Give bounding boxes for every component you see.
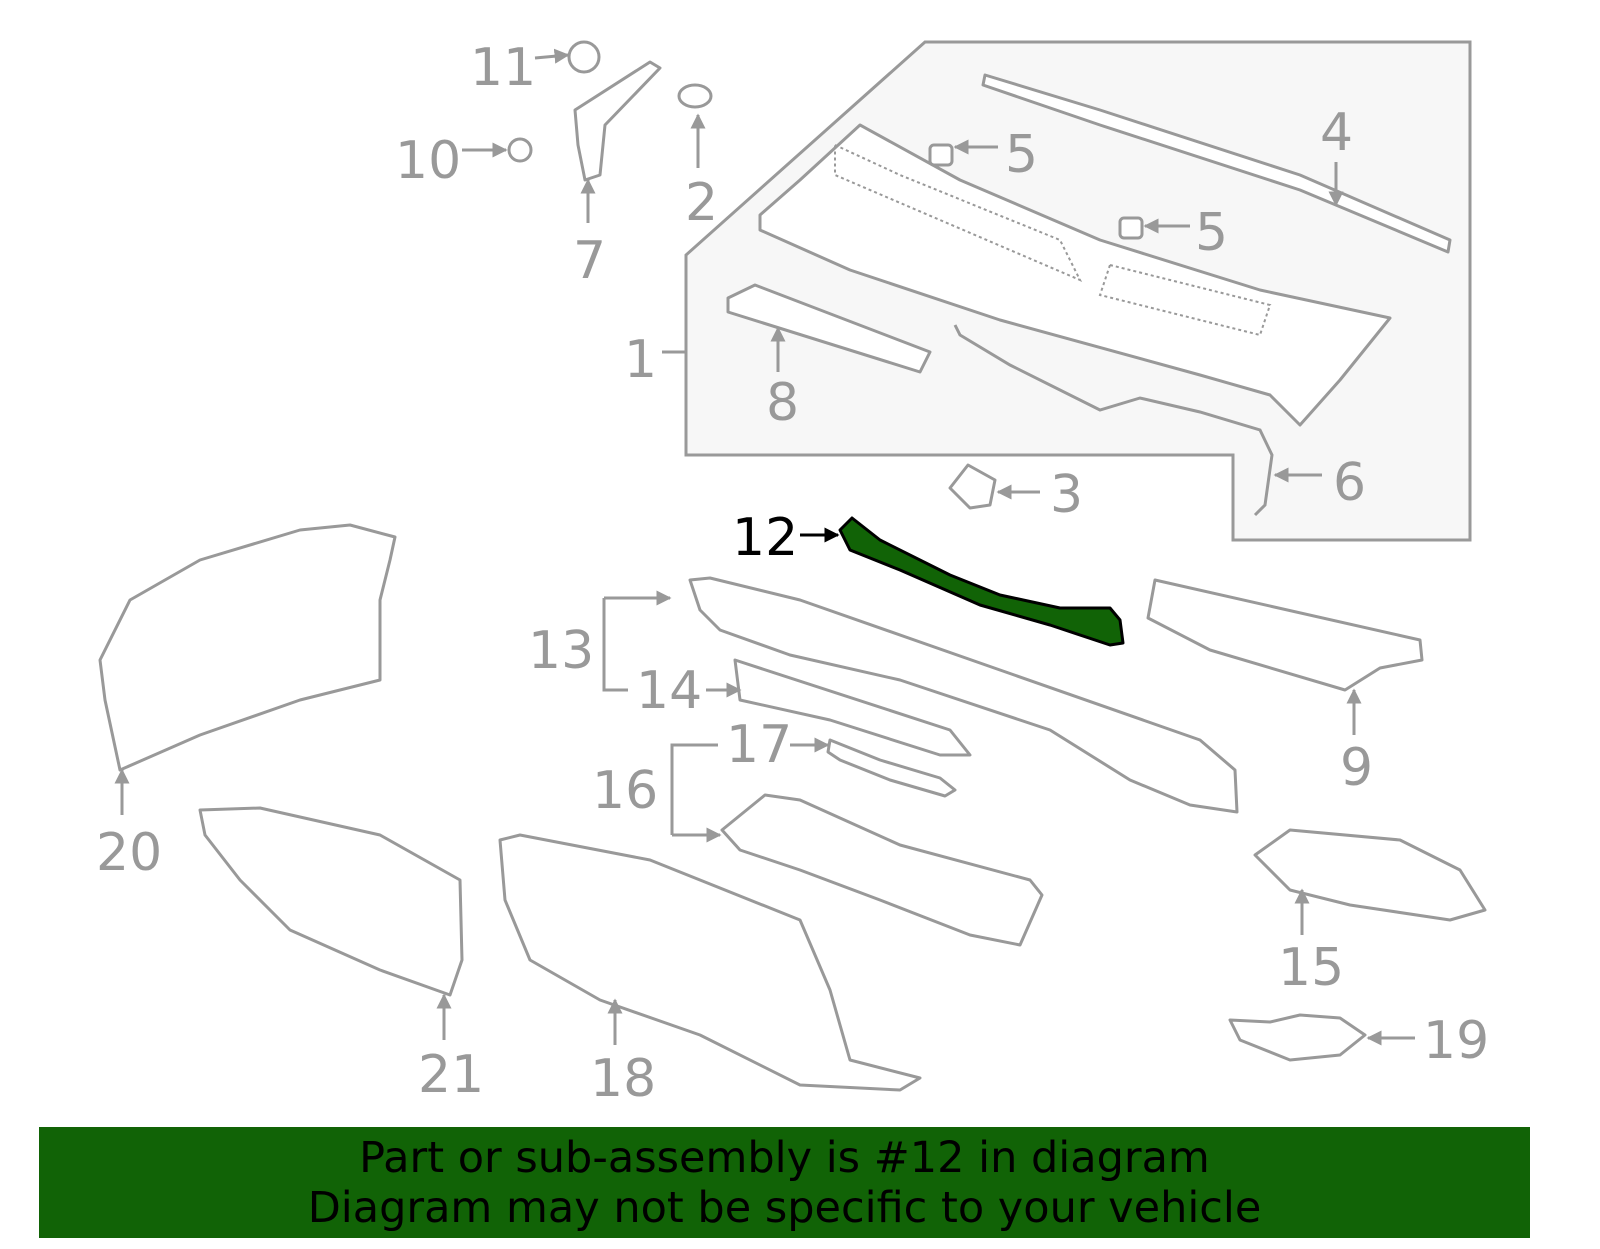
part-3 <box>948 463 997 510</box>
part-1-cowl <box>758 123 1392 427</box>
label-21: 21 <box>418 1045 484 1105</box>
part-5-clip <box>928 143 954 167</box>
label-9: 9 <box>1340 738 1373 798</box>
part-17 <box>826 738 957 798</box>
label-17: 17 <box>726 715 792 775</box>
label-6: 6 <box>1333 453 1366 513</box>
label-4: 4 <box>1320 103 1353 163</box>
label-15: 15 <box>1278 938 1344 998</box>
part-9 <box>1146 578 1424 692</box>
label-5: 5 <box>1005 125 1038 185</box>
label-16: 16 <box>592 761 658 821</box>
banner-line-1: Part or sub-assembly is #12 in diagram <box>359 1133 1210 1183</box>
part-6-hose <box>953 324 1274 517</box>
part-5-clip-2 <box>1118 216 1144 240</box>
label-18: 18 <box>590 1049 656 1109</box>
part-10 <box>507 137 533 163</box>
label-11: 11 <box>470 38 536 98</box>
part-20 <box>98 523 397 772</box>
banner-line-2: Diagram may not be specific to your vehi… <box>307 1183 1262 1233</box>
label-14: 14 <box>636 661 702 721</box>
label-1: 1 <box>624 330 657 390</box>
part-13 <box>688 576 1239 814</box>
label-3: 3 <box>1050 465 1083 525</box>
part-18 <box>498 833 922 1092</box>
part-11 <box>567 40 601 74</box>
label-8: 8 <box>766 373 799 433</box>
part-12-highlighted <box>838 516 1125 647</box>
part-8 <box>726 283 932 374</box>
part-4 <box>981 73 1452 254</box>
label-10: 10 <box>395 131 461 191</box>
part-16 <box>720 793 1044 947</box>
label-12-highlighted: 12 <box>732 508 798 568</box>
part-15 <box>1253 828 1487 922</box>
part-2 <box>677 83 713 109</box>
part-21 <box>198 806 464 997</box>
label-7: 7 <box>573 231 606 291</box>
label-2: 2 <box>685 173 718 233</box>
part-14 <box>733 658 972 757</box>
label-13: 13 <box>528 621 594 681</box>
part-19 <box>1228 1013 1367 1062</box>
part-7 <box>573 60 662 182</box>
part-1-screen <box>834 143 1083 282</box>
label-19: 19 <box>1423 1011 1489 1071</box>
part-1-screen-2 <box>1098 263 1272 337</box>
label-20: 20 <box>96 823 162 883</box>
info-banner: Part or sub-assembly is #12 in diagram D… <box>39 1127 1530 1238</box>
label-5-second: 5 <box>1195 203 1228 263</box>
